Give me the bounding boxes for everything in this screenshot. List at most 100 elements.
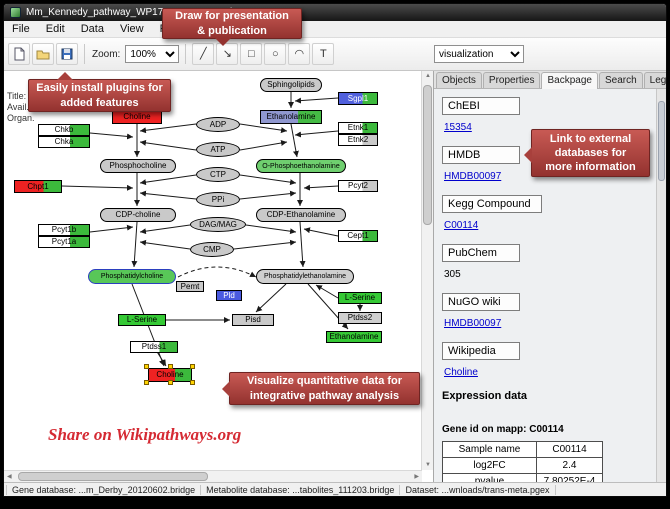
visualization-select[interactable]: visualization xyxy=(434,45,524,63)
status-item: Metabolite database: ...tabolites_111203… xyxy=(201,484,401,495)
table-cell: pvalue xyxy=(442,473,537,482)
toolbar-separator xyxy=(84,44,85,64)
pathway-node[interactable]: ATP xyxy=(196,142,240,157)
statusbar: Gene database: ...m_Derby_20120602.bridg… xyxy=(4,482,666,496)
tab-search[interactable]: Search xyxy=(598,72,643,88)
callout-arrow-icon xyxy=(57,64,73,80)
selection-handle[interactable] xyxy=(190,364,195,369)
new-button[interactable] xyxy=(8,43,30,65)
pathway-node[interactable]: O-Phosphoethanolamine xyxy=(256,159,346,173)
tab-objects[interactable]: Objects xyxy=(436,72,482,88)
pathway-node[interactable]: CDP-Ethanolamine xyxy=(256,208,346,222)
pathway-node[interactable]: Ptdss2 xyxy=(338,312,382,324)
app-window: Mm_Kennedy_pathway_WP1771_45176.gpml Fil… xyxy=(3,3,667,497)
database-id-link[interactable]: 15354 xyxy=(444,122,472,133)
menu-edit[interactable]: Edit xyxy=(45,23,65,35)
selection-handle[interactable] xyxy=(167,380,173,385)
pathway-node[interactable]: Etnk2 xyxy=(338,134,378,146)
pathway-node[interactable]: Pcyt2 xyxy=(338,180,378,192)
pathway-node[interactable]: Chpt1 xyxy=(14,180,62,193)
pathway-node[interactable]: Ptdss1 xyxy=(130,341,178,353)
pathway-node[interactable]: L-Serine xyxy=(118,314,166,326)
scroll-up-icon[interactable]: ▲ xyxy=(425,73,431,79)
pathway-node[interactable]: ADP xyxy=(196,117,240,132)
database-name: ChEBI xyxy=(442,97,520,115)
menu-data[interactable]: Data xyxy=(80,23,104,35)
vertical-scroll-thumb[interactable] xyxy=(423,85,432,225)
selection-handle[interactable] xyxy=(144,364,149,369)
pathway-info-labels: Title:Avail.Organ. xyxy=(7,91,35,123)
pathway-node[interactable]: Ethanolamine xyxy=(326,331,382,343)
menu-view[interactable]: View xyxy=(119,23,144,35)
pathway-node[interactable]: CMP xyxy=(190,242,234,257)
pathway-node[interactable]: Chkb xyxy=(38,124,90,136)
side-panel: ObjectsPropertiesBackpageSearchLegend Ch… xyxy=(434,71,666,482)
line-tool-button[interactable]: ╱ xyxy=(192,42,215,65)
pathway-node[interactable]: Chka xyxy=(38,136,90,148)
save-icon xyxy=(61,48,73,60)
titlebar[interactable]: Mm_Kennedy_pathway_WP1771_45176.gpml xyxy=(4,4,666,21)
database-id-link[interactable]: HMDB00097 xyxy=(444,171,502,182)
menu-file[interactable]: File xyxy=(12,23,30,35)
pathway-node[interactable]: CDP-choline xyxy=(100,208,176,222)
tab-legend[interactable]: Legend xyxy=(643,72,666,88)
selection-handle[interactable] xyxy=(167,364,173,369)
side-panel-tabs: ObjectsPropertiesBackpageSearchLegend xyxy=(434,71,666,89)
tool-button-group: ╱↘□○◠T xyxy=(192,42,336,66)
zoom-select[interactable]: 100% xyxy=(125,45,180,63)
pathway-node[interactable]: Phosphatidylcholine xyxy=(88,269,176,284)
open-button[interactable] xyxy=(32,43,54,65)
share-banner: Share on Wikipathways.org xyxy=(38,423,252,447)
pathway-node[interactable]: Sgpl1 xyxy=(338,92,378,105)
callout-arrow-icon xyxy=(214,381,230,397)
pathway-node[interactable]: Sphingolipids xyxy=(260,78,322,92)
gene-id-line: Gene id on mapp: C00114 xyxy=(442,424,564,435)
pathway-node[interactable]: Choline xyxy=(112,110,162,124)
selection-handle[interactable] xyxy=(190,380,195,385)
panel-scrollbar[interactable] xyxy=(656,89,666,482)
pathway-node[interactable]: Pcyt1a xyxy=(38,236,90,248)
pathway-node[interactable]: Phosphatidylethanolamine xyxy=(256,269,354,284)
expression-data-title: Expression data xyxy=(442,390,527,402)
pathway-node[interactable]: Ethanolamine xyxy=(260,110,322,124)
arc-tool-button[interactable]: ◠ xyxy=(288,42,311,65)
pathway-node[interactable]: L-Serine xyxy=(338,292,382,304)
pathway-node[interactable]: PPi xyxy=(196,192,240,207)
horizontal-scroll-thumb[interactable] xyxy=(18,472,208,481)
database-id-link[interactable]: HMDB00097 xyxy=(444,318,502,329)
pathway-node[interactable]: Cept1 xyxy=(338,230,378,242)
label-tool-button[interactable]: T xyxy=(312,43,335,66)
ellipse-tool-button[interactable]: ○ xyxy=(264,43,287,66)
tab-properties[interactable]: Properties xyxy=(482,72,541,88)
canvas-horizontal-scrollbar[interactable]: ◀ ▶ xyxy=(4,470,422,482)
panel-scroll-thumb[interactable] xyxy=(658,101,665,181)
rectangle-tool-button[interactable]: □ xyxy=(240,43,263,66)
callout-arrow-icon xyxy=(516,147,532,163)
open-folder-icon xyxy=(36,50,50,60)
callout-2: Easily install plugins for added feature… xyxy=(28,72,171,112)
pathway-node[interactable]: Etnk1 xyxy=(338,122,378,134)
tab-backpage[interactable]: Backpage xyxy=(541,72,598,89)
scroll-left-icon[interactable]: ◀ xyxy=(7,474,12,480)
database-name: NuGO wiki xyxy=(442,293,520,311)
pathway-node[interactable]: Phosphocholine xyxy=(100,159,176,173)
pathway-node[interactable]: Pemt xyxy=(176,281,204,292)
selection-handle[interactable] xyxy=(144,380,149,385)
scroll-right-icon[interactable]: ▶ xyxy=(414,474,419,480)
save-button[interactable] xyxy=(56,43,78,65)
pathway-node[interactable]: DAG/MAG xyxy=(190,217,246,232)
database-id-link[interactable]: C00114 xyxy=(444,220,479,231)
pathway-node[interactable]: Pld xyxy=(216,290,242,301)
pathway-node[interactable]: Pcyt1b xyxy=(38,224,90,236)
canvas-vertical-scrollbar[interactable]: ▲ ▼ xyxy=(421,71,433,470)
database-id-link[interactable]: Choline xyxy=(444,367,478,378)
pathway-node[interactable]: Pisd xyxy=(232,314,274,326)
toolbar: Zoom: 100% ╱↘□○◠T visualization xyxy=(4,38,666,71)
callout-1: Draw for presentation & publication xyxy=(162,8,302,46)
scroll-down-icon[interactable]: ▼ xyxy=(425,462,431,468)
pathway-node[interactable]: CTP xyxy=(196,167,240,182)
callout-4: Visualize quantitative data for integrat… xyxy=(222,372,420,405)
